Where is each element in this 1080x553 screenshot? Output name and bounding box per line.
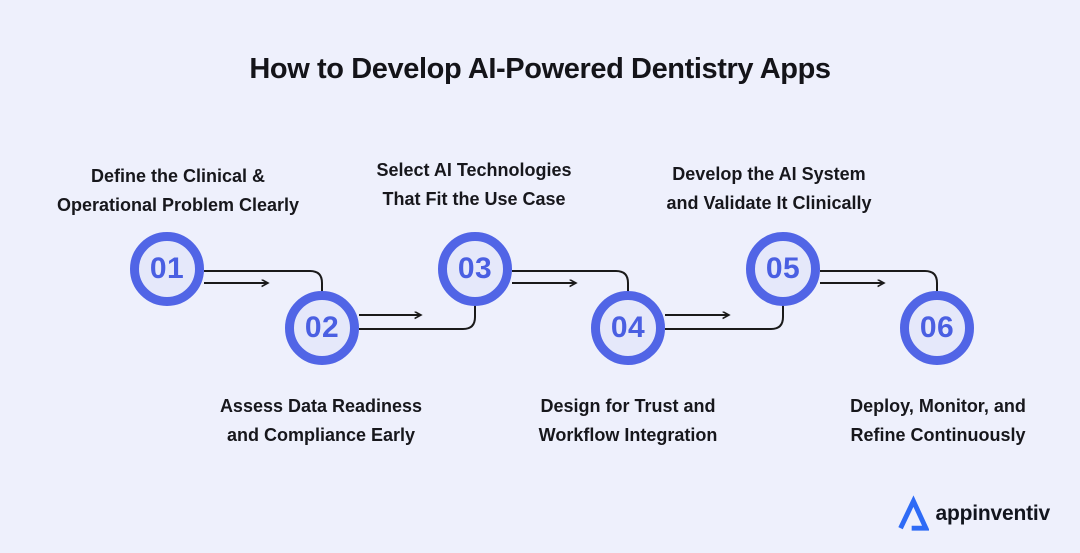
step-number: 03 [457,252,493,285]
step-number: 02 [304,311,340,344]
step-label-line: Refine Continuously [850,425,1026,445]
connector-04-05 [665,305,784,330]
step-label-01: Define the Clinical & Operational Proble… [18,162,338,220]
step-number: 05 [765,252,801,285]
connector-03-04 [512,270,629,293]
connector-01-02 [204,270,323,293]
step-label-line: Define the Clinical & [90,166,266,186]
brand-logo: appinventiv [897,495,1051,533]
step-label-03: Select AI Technologies That Fit the Use … [314,156,634,214]
step-label-02: Assess Data Readiness and Compliance Ear… [161,392,481,450]
step-circle-05: 05 [746,232,820,306]
step-label-line: and Validate It Clinically [666,193,872,213]
page-title: How to Develop AI-Powered Dentistry Apps [249,53,831,85]
connector-02-03 [359,305,476,330]
step-number: 01 [149,252,185,285]
step-label-line: Select AI Technologies [376,160,572,180]
step-label-line: Assess Data Readiness [219,396,423,416]
step-label-05: Develop the AI System and Validate It Cl… [609,160,929,218]
step-label-line: Develop the AI System [672,164,866,184]
step-label-04: Design for Trust and Workflow Integratio… [468,392,788,450]
step-label-line: Workflow Integration [538,425,718,445]
connector-05-06 [820,270,938,293]
step-number: 04 [610,311,646,344]
step-label-06: Deploy, Monitor, and Refine Continuously [778,392,1080,450]
appinventiv-a-icon [897,495,929,531]
step-circle-06: 06 [900,291,974,365]
step-label-line: That Fit the Use Case [382,189,566,209]
step-label-line: and Compliance Early [226,425,416,445]
step-circle-04: 04 [591,291,665,365]
step-circle-02: 02 [285,291,359,365]
brand-name: appinventiv [935,502,1051,525]
step-number: 06 [919,311,955,344]
step-circle-03: 03 [438,232,512,306]
step-circle-01: 01 [130,232,204,306]
step-label-line: Deploy, Monitor, and [850,396,1026,416]
step-label-line: Operational Problem Clearly [56,195,300,215]
step-label-line: Design for Trust and [540,396,716,416]
